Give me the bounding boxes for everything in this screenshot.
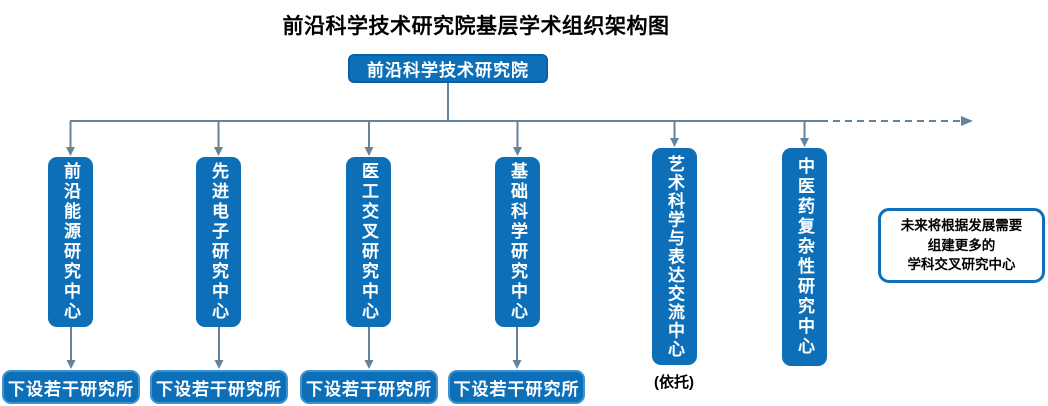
institute-box-label: 下设若干研究所 [8,379,134,399]
institute-box-3: 下设若干研究所 [300,370,438,404]
institute-box-2: 下设若干研究所 [150,370,288,404]
center-node-label: 医工交叉研究中心 [359,162,378,322]
center-node-medical-engineering: 医工交叉研究中心 [346,157,391,327]
arrowhead-inst-3-icon [364,360,374,369]
center-node-label: 基础科学研究中心 [508,162,527,322]
arrowhead-down-2-icon [214,147,223,156]
root-node: 前沿科学技术研究院 [348,54,548,83]
center-node-frontier-energy: 前沿能源研究中心 [48,157,93,327]
center-node-advanced-electronics: 先进电子研究中心 [196,157,241,327]
institute-box-label: 下设若干研究所 [306,379,432,399]
institute-box-label: 下设若干研究所 [156,379,282,399]
arrowhead-down-3-icon [364,147,374,156]
future-note-line: 组建更多的 [927,237,996,253]
institute-box-label: 下设若干研究所 [453,379,580,399]
arrowhead-inst-2-icon [214,360,224,369]
root-node-label: 前沿科学技术研究院 [367,61,529,80]
future-note-box: 未来将根据发展需要 组建更多的 学科交叉研究中心 [878,208,1045,283]
future-note-line: 学科交叉研究中心 [907,257,1016,273]
arrowhead-down-6-icon [800,138,809,147]
institute-box-1: 下设若干研究所 [2,370,140,404]
center-node-basic-science: 基础科学研究中心 [495,157,540,327]
arrowhead-down-5-icon [670,138,679,147]
future-note-line: 未来将根据发展需要 [900,218,1023,234]
center-node-label: 前沿能源研究中心 [61,162,80,322]
center-node-label: 先进电子研究中心 [209,162,228,322]
institute-box-4: 下设若干研究所 [448,370,585,404]
arrowhead-inst-4-icon [512,360,522,369]
arrowhead-down-1-icon [66,147,75,156]
page-title: 前沿科学技术研究院基层学术组织架构图 [282,15,670,38]
center-node-label: 艺术科学与表达交流中心 [665,154,684,359]
center-node-art-science-expression: 艺术科学与表达交流中心 [652,148,697,365]
arrowhead-inst-1-icon [66,360,76,369]
yituo-label: (依托) [654,374,694,391]
arrowhead-down-4-icon [513,147,522,156]
arrowhead-right-icon [961,116,973,126]
center-node-tcm-complexity: 中医药复杂性研究中心 [782,148,827,366]
center-node-label: 中医药复杂性研究中心 [795,157,814,357]
